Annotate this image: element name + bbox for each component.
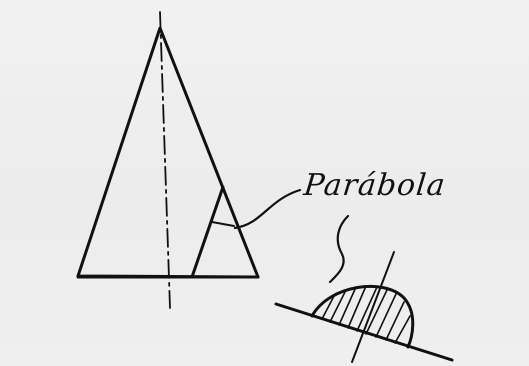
cone-axis	[159, 11, 171, 309]
leader-line	[233, 188, 302, 230]
parabola-hatching	[321, 285, 411, 344]
projection-axis	[351, 251, 395, 363]
cutting-plane-line	[190, 185, 225, 279]
section-marker	[211, 221, 235, 227]
parabola-arc	[310, 284, 415, 349]
pointer-curl	[328, 214, 350, 284]
parabola-label: Parábola	[302, 168, 448, 203]
